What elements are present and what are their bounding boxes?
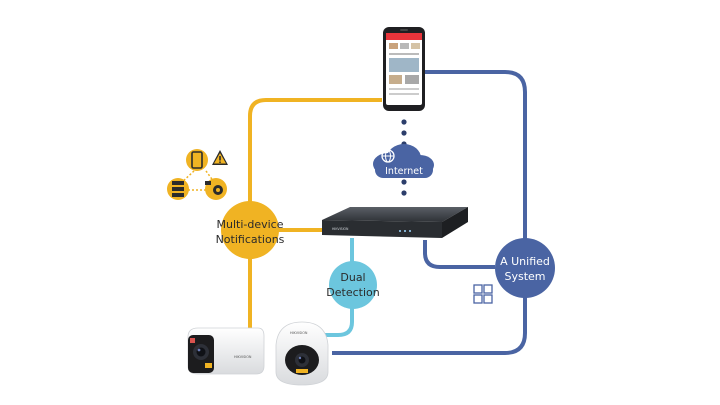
navy-connection-line — [332, 70, 527, 355]
notification-icon-cluster — [167, 149, 228, 200]
yellow-connection-line — [248, 98, 382, 345]
multi-device-notifications-node: Multi-device Notifications — [216, 201, 285, 259]
internet-cloud-icon: Internet — [373, 144, 434, 178]
internet-label: Internet — [385, 166, 423, 177]
grid-windows-icon — [473, 284, 493, 304]
dvr-brand: HIKVISION — [332, 227, 349, 231]
dome-camera: HIKVISION — [275, 321, 329, 386]
unified-system-label-line2: System — [504, 270, 545, 283]
dual-detection-label-line1: Dual — [340, 271, 365, 284]
server-icon — [167, 178, 189, 200]
light-blue-connection-line — [320, 238, 354, 337]
camera-icon — [205, 178, 227, 200]
multi-device-label-line1: Multi-device — [217, 218, 284, 231]
dvr-recorder: HIKVISION — [322, 207, 468, 238]
smartphone — [383, 27, 425, 111]
bullet-camera-brand: HIKVISION — [234, 355, 252, 359]
dome-camera-brand: HIKVISION — [290, 331, 308, 335]
dual-detection-node: Dual Detection — [326, 261, 380, 309]
phone-icon — [186, 149, 208, 171]
multi-device-label-line2: Notifications — [216, 233, 285, 246]
warning-icon — [212, 150, 228, 165]
dual-detection-label-line2: Detection — [326, 286, 379, 299]
unified-system-node: A Unified System — [495, 238, 555, 298]
bullet-camera: HIKVISION — [187, 327, 265, 375]
unified-system-label-line1: A Unified — [500, 255, 550, 268]
navy-dvr-line — [423, 240, 495, 269]
